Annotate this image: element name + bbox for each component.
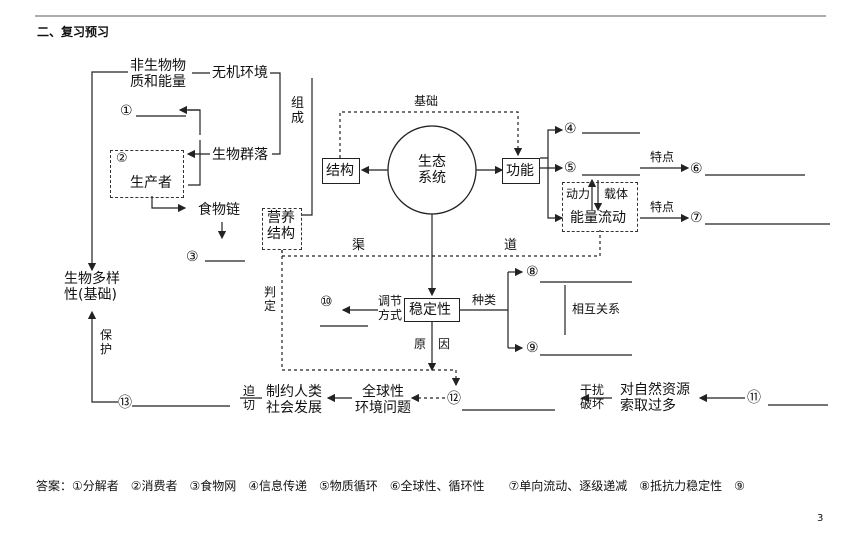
blank9-marker: ⑨ — [526, 340, 539, 356]
foundation-label: 基础 — [414, 94, 439, 108]
structure-label: 结构 — [326, 163, 354, 179]
non-bio-label: 非生物物 质和能量 — [130, 58, 186, 91]
blank8-marker: ⑧ — [526, 264, 539, 280]
feature1-label: 特点 — [650, 150, 675, 164]
stability-label: 稳定性 — [409, 302, 451, 318]
interfere-label: 干扰 破坏 — [580, 383, 605, 411]
energy-dashed-box — [562, 182, 638, 232]
channel-label-2: 道 — [504, 238, 518, 253]
blank3-marker: ③ — [186, 249, 199, 265]
judge-label: 判 定 — [264, 285, 277, 313]
blank7-marker: ⑦ — [690, 210, 703, 226]
blank13-marker: ⑬ — [118, 395, 132, 411]
regulate-label: 调节 方式 — [378, 294, 403, 322]
blank6-marker: ⑥ — [690, 161, 703, 177]
function-label: 功能 — [506, 163, 534, 179]
ecosystem-label: 生态 系统 — [418, 154, 446, 187]
carrier-label: 载体 — [604, 187, 629, 201]
inorganic-env-label: 无机环境 — [212, 65, 268, 81]
answers-text: 答案：①分解者 ②消费者 ③食物网 ④信息传递 ⑤物质循环 ⑥全球性、循环性 ⑦… — [36, 479, 745, 493]
function-box: 功能 — [502, 158, 540, 184]
consumer-dashed-box — [110, 150, 184, 198]
power-label: 动力 — [566, 187, 591, 201]
urgent-label: 迫 切 — [243, 384, 256, 412]
blank12-marker: ⑫ — [447, 391, 461, 407]
biodiversity-label: 生物多样 性(基础) — [64, 271, 120, 304]
community-label: 生物群落 — [212, 147, 268, 163]
nutrition-label: 营养 结构 — [267, 210, 295, 243]
ecosystem-circle — [387, 125, 477, 215]
blank11-marker: ⑪ — [747, 390, 761, 406]
relation-label: 相互关系 — [572, 302, 621, 316]
blank10-marker: ⑩ — [320, 294, 333, 310]
blank1-marker: ① — [120, 103, 133, 119]
reason-label: 原 因 — [414, 337, 451, 351]
overuse-label: 对自然资源 索取过多 — [620, 382, 690, 415]
structure-box: 结构 — [322, 158, 360, 184]
composition-label: 组 成 — [291, 96, 305, 126]
protect-label: 保 护 — [100, 328, 113, 356]
blank2-marker: ② — [116, 151, 128, 166]
global-env-label: 全球性 环境问题 — [355, 384, 411, 417]
section-title: 二、复习预习 — [37, 25, 110, 39]
nutrition-dashed-box — [262, 208, 302, 250]
producer-label: 生产者 — [130, 175, 172, 191]
channel-label: 渠 — [352, 238, 366, 253]
stability-box: 稳定性 — [404, 298, 460, 322]
food-chain-label: 食物链 — [198, 202, 240, 218]
blank5-marker: ⑤ — [564, 160, 577, 176]
feature2-label: 特点 — [650, 200, 675, 214]
blank4-marker: ④ — [564, 121, 577, 137]
kinds-label: 种类 — [472, 293, 497, 307]
restrict-label: 制约人类 社会发展 — [266, 384, 322, 417]
page-number: 3 — [817, 513, 824, 524]
energy-flow-label: 能量流动 — [570, 210, 626, 226]
